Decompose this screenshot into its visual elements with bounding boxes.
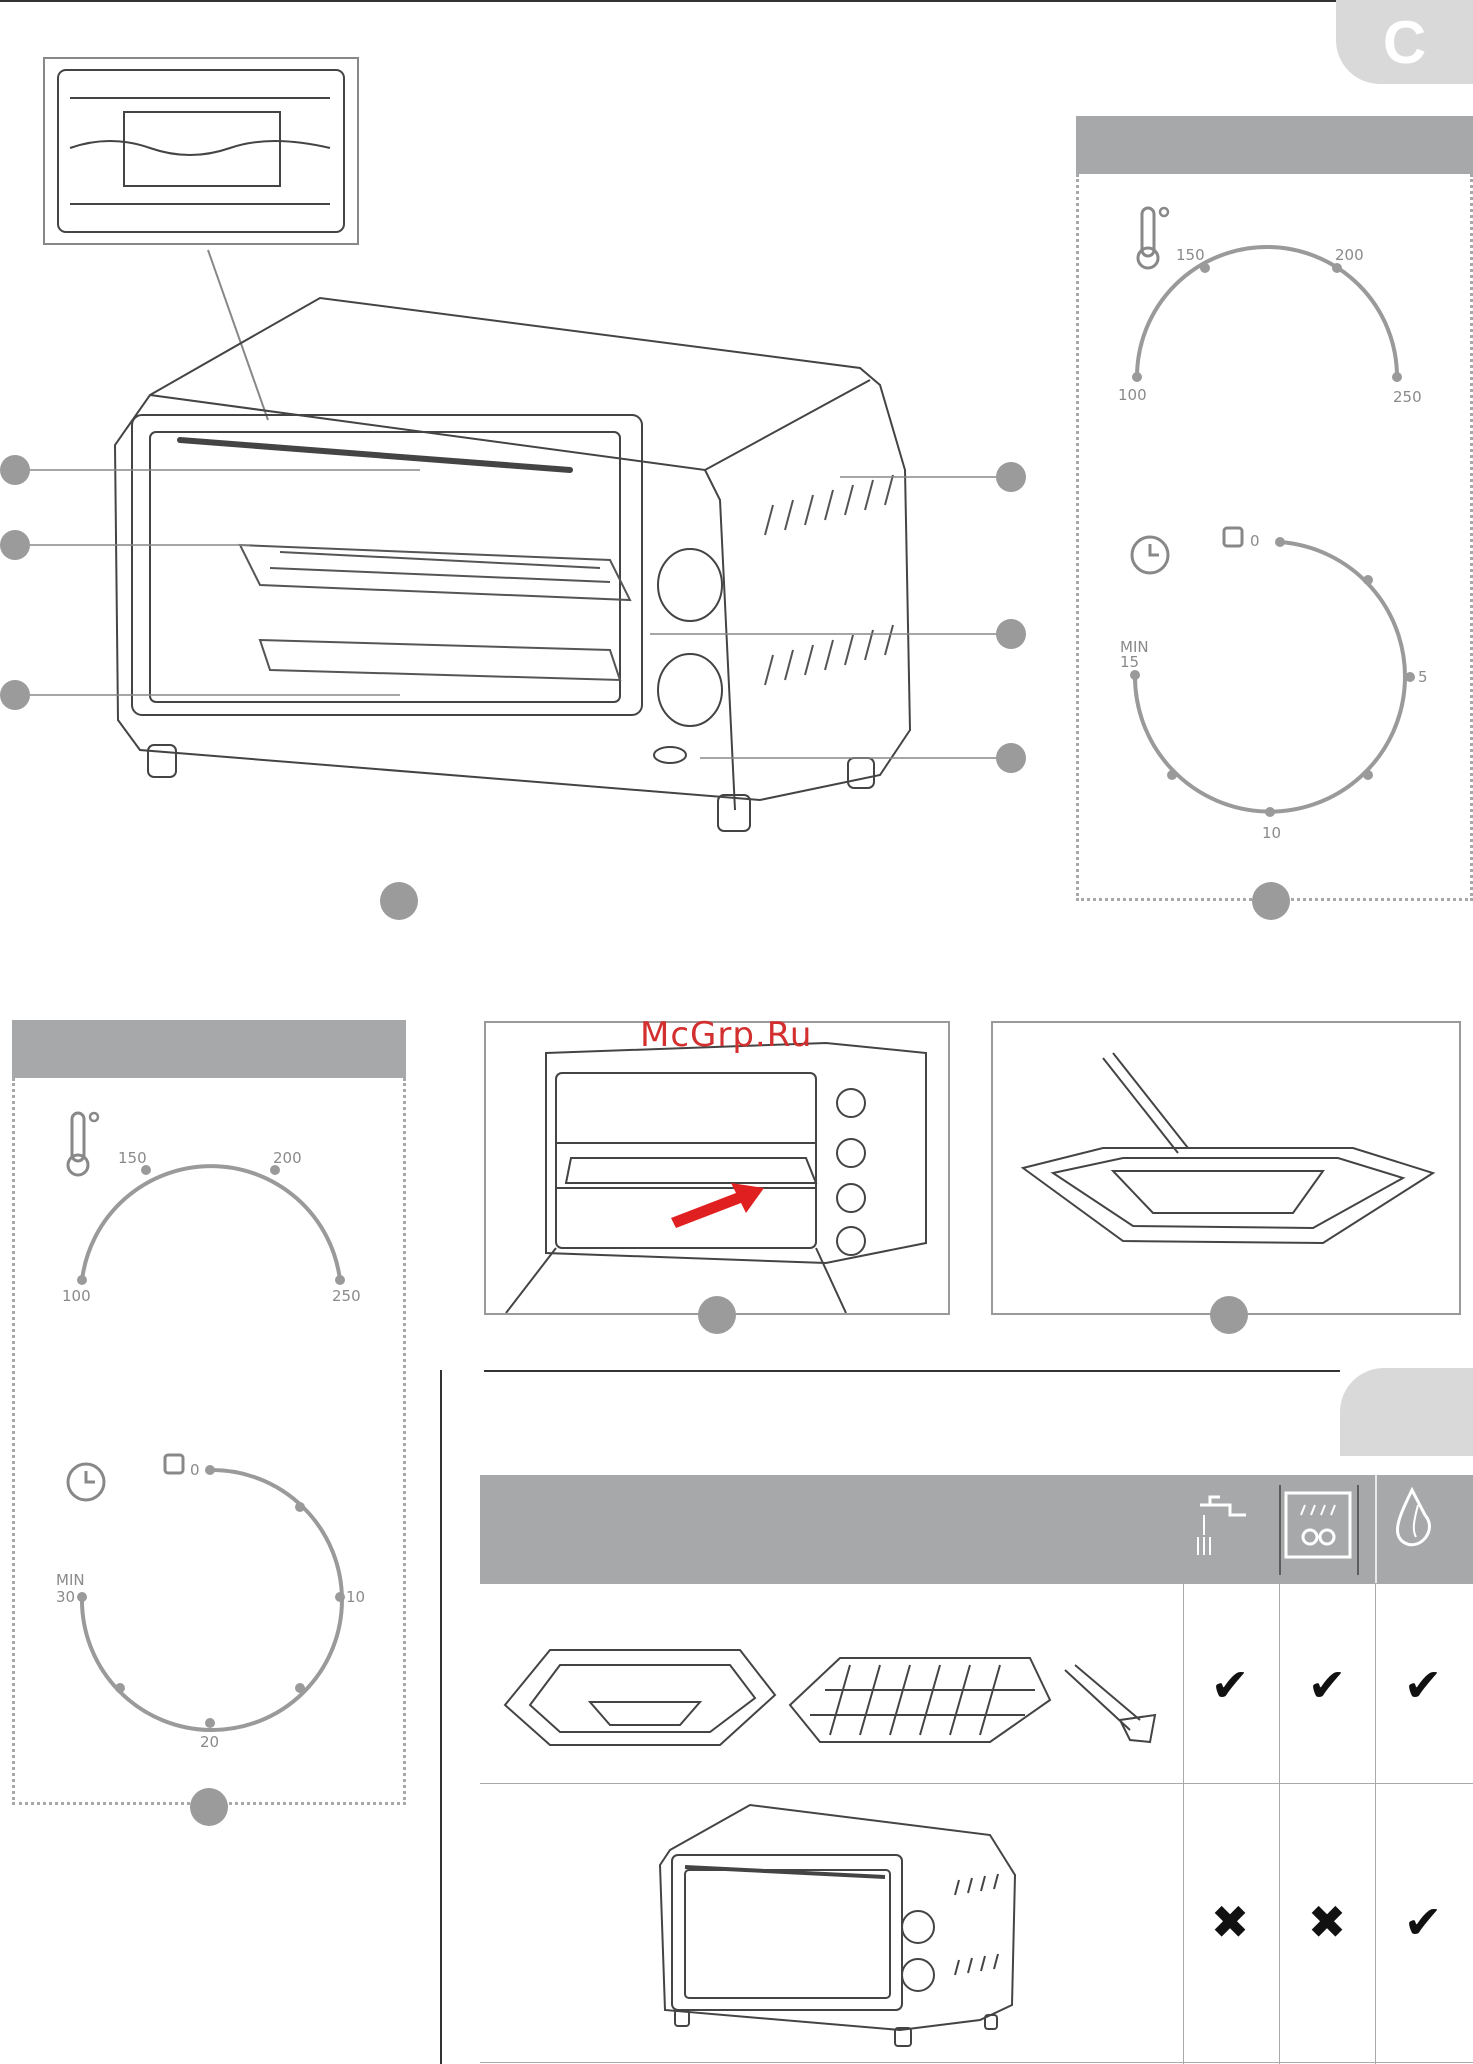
temp-label: 250	[1393, 388, 1422, 406]
temp-label: 150	[1176, 246, 1205, 264]
figure-marker	[1252, 882, 1290, 920]
mark-dishwasher-accessories: ✔	[1297, 1655, 1357, 1715]
tap-water-icon	[1200, 1505, 1246, 1515]
sponge-icon	[1397, 1490, 1429, 1545]
accessories-illustration	[490, 1620, 1170, 1760]
timer-label: 10	[1262, 824, 1281, 842]
callout-marker	[996, 462, 1026, 492]
timer-label: 10	[346, 1588, 365, 1606]
dial-panel-right-header	[1076, 116, 1473, 174]
temp-label: 250	[332, 1287, 361, 1305]
callout-marker	[0, 680, 30, 710]
watermark: McGrp.Ru	[640, 1015, 812, 1055]
mark-tap-accessories: ✔	[1200, 1655, 1260, 1715]
table-col-divider	[1375, 1583, 1376, 2064]
section-rule	[484, 1370, 1340, 1372]
figure-tray-insert	[486, 1023, 946, 1313]
dial-panel-left-header	[12, 1020, 406, 1078]
timer-label: 5	[1418, 668, 1428, 686]
callout-marker	[0, 530, 30, 560]
timer-label-min: MIN	[56, 1571, 85, 1589]
timer-label-start: 0	[1250, 532, 1260, 550]
mark-sponge-oven: ✔	[1393, 1892, 1453, 1952]
timer-label-start: 0	[190, 1461, 200, 1479]
header-icons	[1180, 1475, 1473, 1583]
temp-label: 200	[273, 1149, 302, 1167]
figure-marker	[698, 1296, 736, 1334]
temp-label: 200	[1335, 246, 1364, 264]
mark-tap-oven: ✖	[1200, 1892, 1260, 1952]
section-divider	[440, 1370, 442, 2064]
dial-left-svg: 100 150 200 250 0 10 20 30 MIN	[20, 1085, 405, 1775]
section-letter: C	[1383, 8, 1426, 77]
table-row-divider	[480, 1583, 1473, 1584]
callout-marker	[996, 743, 1026, 773]
table-col-divider	[1279, 1583, 1280, 2064]
temp-label: 100	[62, 1287, 91, 1305]
timer-label-min: MIN	[1120, 638, 1149, 656]
table-row-divider	[480, 1783, 1473, 1784]
oven-illustration-small	[650, 1795, 1030, 2050]
callout-marker	[0, 455, 30, 485]
dial-right-svg: 100 150 200 250 0 5 10 15 MIN	[1080, 180, 1470, 870]
oven-main-illustration	[0, 40, 1060, 920]
figure-marker	[380, 882, 418, 920]
temp-label: 100	[1118, 386, 1147, 404]
figure-marker	[190, 1788, 228, 1826]
dishwasher-icon	[1286, 1493, 1350, 1557]
section-tab-c: C	[1336, 0, 1473, 84]
mark-sponge-accessories: ✔	[1393, 1655, 1453, 1715]
section-tab	[1340, 1368, 1473, 1456]
figure-marker	[1210, 1296, 1248, 1334]
temp-label: 150	[118, 1149, 147, 1167]
timer-label: 30	[56, 1588, 75, 1606]
figure-tray-handle	[993, 1023, 1457, 1313]
timer-label: 20	[200, 1733, 219, 1751]
callout-marker	[996, 619, 1026, 649]
table-col-divider	[1183, 1583, 1184, 2064]
top-rule	[0, 0, 1336, 2]
mark-dishwasher-oven: ✖	[1297, 1892, 1357, 1952]
table-row-divider	[480, 2062, 1473, 2063]
